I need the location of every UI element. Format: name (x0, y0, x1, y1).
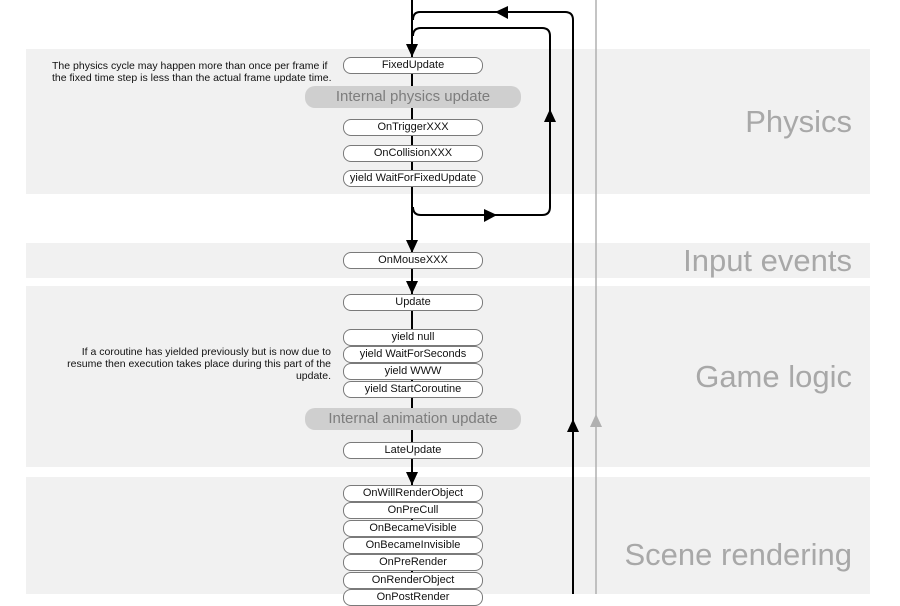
node-on-will-render-object: OnWillRenderObject (343, 485, 483, 502)
arrow-into-update (406, 281, 418, 294)
outer-loop-line (412, 11, 574, 594)
outer-loop-arrowhead-up (567, 419, 579, 432)
game-logic-section-label: Game logic (695, 359, 852, 394)
node-on-mouse: OnMouseXXX (343, 252, 483, 269)
node-on-collision: OnCollisionXXX (343, 145, 483, 162)
node-yield-start-coroutine: yield StartCoroutine (343, 381, 483, 398)
node-yield-www: yield WWW (343, 363, 483, 380)
coroutine-note: If a coroutine has yielded previously bu… (67, 346, 331, 382)
physics-section-label: Physics (745, 104, 852, 139)
physics-note: The physics cycle may happen more than o… (52, 60, 332, 84)
node-on-pre-cull: OnPreCull (343, 502, 483, 519)
node-on-post-render: OnPostRender (343, 589, 483, 606)
node-late-update: LateUpdate (343, 442, 483, 459)
node-on-became-visible: OnBecameVisible (343, 520, 483, 537)
internal-physics-update: Internal physics update (305, 86, 521, 108)
physics-loop-arrowhead-right (484, 209, 497, 222)
internal-animation-update: Internal animation update (305, 408, 521, 430)
node-on-became-invisible: OnBecameInvisible (343, 537, 483, 554)
node-yield-wait-for-fixed-update: yield WaitForFixedUpdate (343, 170, 483, 187)
node-fixed-update: FixedUpdate (343, 57, 483, 74)
node-on-render-object: OnRenderObject (343, 572, 483, 589)
arrow-into-onmouse (406, 240, 418, 253)
scene-rendering-section-label: Scene rendering (624, 537, 853, 572)
outer-loop-arrowhead-left (495, 6, 508, 19)
node-yield-wait-for-seconds: yield WaitForSeconds (343, 346, 483, 363)
node-yield-null: yield null (343, 329, 483, 346)
input-events-section-label: Input events (683, 243, 852, 278)
arrow-into-rendering (406, 472, 418, 485)
node-on-trigger: OnTriggerXXX (343, 119, 483, 136)
node-on-pre-render: OnPreRender (343, 554, 483, 571)
frame-loop-arrowhead (590, 414, 602, 427)
node-update: Update (343, 294, 483, 311)
arrow-into-fixedupdate (406, 44, 418, 57)
physics-loop-arrowhead-up (544, 109, 556, 122)
